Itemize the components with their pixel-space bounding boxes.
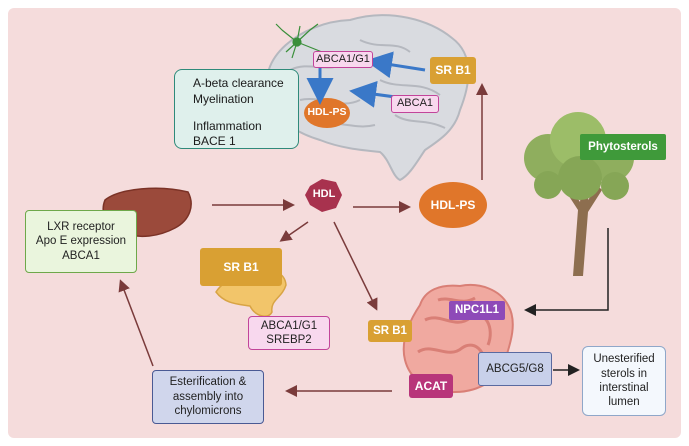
hdl-ps-brain-label: HDL-PS (307, 106, 347, 119)
arrow-phyto-intestine (524, 228, 609, 316)
hdl-ps-right-label: HDL-PS (430, 197, 476, 212)
neuro-effects-box (174, 69, 299, 149)
unesterified-sterols-box: Unesterified sterols in interstinal lume… (582, 346, 666, 416)
npc1l1-label: NPC1L1 (449, 301, 505, 320)
inflammation-text: Inflammation (193, 119, 262, 133)
sr-b1-liver-label: SR B1 (200, 248, 282, 286)
hdl-ps-brain-ellipse (304, 98, 350, 128)
arrow-hdl-pancreas (279, 221, 309, 242)
hdl-label: HDL (312, 188, 336, 201)
sr-b1-top-label: SR B1 (430, 57, 476, 84)
arrow-hdl-intestine (333, 221, 378, 311)
hdl-ps-right-ellipse (419, 182, 487, 228)
abca1-brain-label: ABCA1 (391, 95, 439, 113)
abcg5-g8-label: ABCG5/G8 (478, 352, 552, 386)
abca1-g1-srebp2-label: ABCA1/G1 SREBP2 (248, 316, 330, 350)
neuron-icon (275, 23, 323, 59)
abca1-g1-brain-label: ABCA1/G1 (313, 51, 373, 68)
myelination-text: Myelination (193, 92, 254, 106)
esterification-box: Esterification & assembly into chylomicr… (152, 370, 264, 424)
abeta-clearance-text: A-beta clearance (193, 76, 284, 90)
lxr-receptor-box: LXR receptor Apo E expression ABCA1 (25, 210, 137, 273)
bace1-text: BACE 1 (193, 134, 236, 148)
blue-arrow-srb1 (365, 51, 426, 79)
phytosterols-label: Phytosterols (580, 134, 666, 160)
sr-b1-intestine-label: SR B1 (368, 320, 412, 342)
acat-label: ACAT (409, 374, 453, 398)
arrow-esterif-lxr (118, 279, 154, 367)
hdl-hexagon (305, 179, 342, 212)
